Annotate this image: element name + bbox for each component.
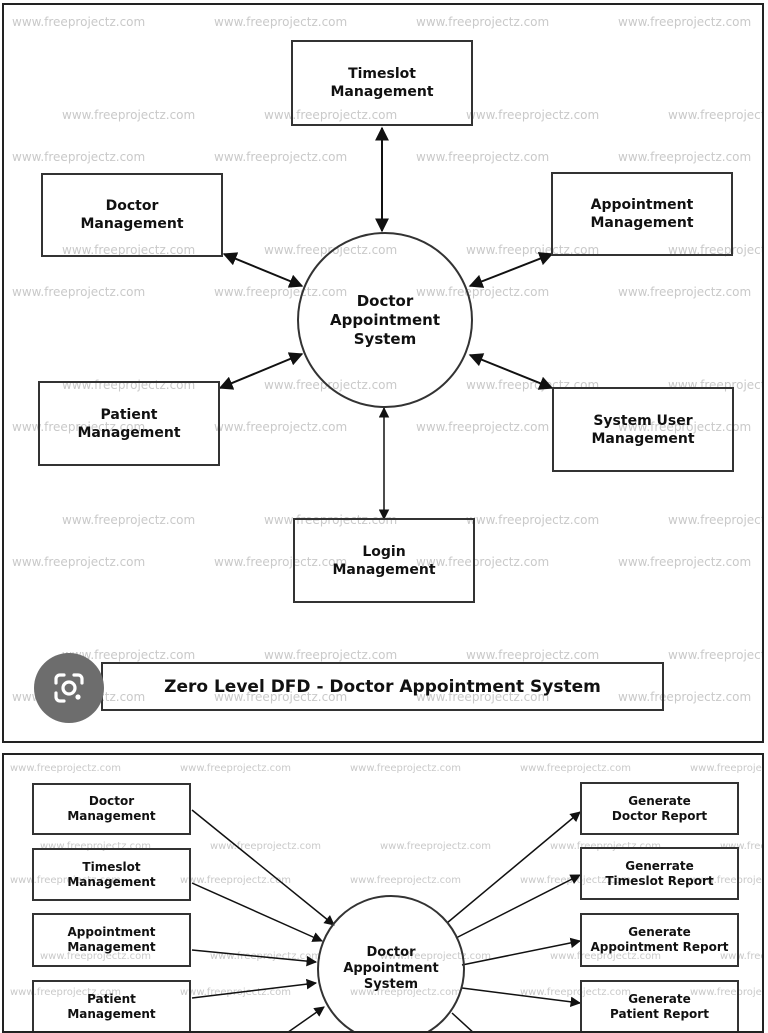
flow-extra-in	[288, 1006, 325, 1031]
flow-doctor-in	[191, 809, 335, 926]
diagram-title-text: Zero Level DFD - Doctor Appointment Syst…	[164, 676, 601, 697]
patient-management-box: Patient Management	[38, 381, 220, 466]
google-lens-icon	[54, 673, 84, 703]
timeslot-management-box: Timeslot Management	[291, 40, 473, 126]
doctor-appointment-system-process-2: Doctor Appointment System	[317, 895, 465, 1031]
flow-doctor-report	[446, 811, 581, 924]
generate-timeslot-report-box: Generrate Timeslot Report	[580, 847, 739, 900]
flow-patient-report	[461, 987, 582, 1008]
system-user-management-box: System User Management	[552, 387, 734, 472]
flow-timeslot-report	[455, 874, 581, 939]
timeslot-management-box-2: Timeslot Management	[32, 848, 191, 901]
doctor-management-box: Doctor Management	[41, 173, 223, 257]
login-management-box: Login Management	[293, 518, 475, 603]
flow-timeslot-in	[191, 882, 323, 942]
flow-extra-out	[451, 1012, 473, 1031]
arrow-system-user	[468, 353, 554, 390]
generate-appointment-report-box: Generate Appointment Report	[580, 913, 739, 967]
diagram-title: Zero Level DFD - Doctor Appointment Syst…	[101, 662, 664, 711]
dfd-arrows	[218, 126, 554, 521]
doctor-management-box-2: Doctor Management	[32, 783, 191, 835]
arrow-patient	[218, 352, 304, 390]
flow-appointment-in	[191, 949, 318, 967]
arrow-doctor	[222, 252, 304, 288]
doctor-appointment-system-process: Doctor Appointment System	[297, 232, 473, 408]
arrow-appointment	[468, 252, 554, 288]
patient-management-box-2: Patient Management	[32, 980, 191, 1031]
google-lens-button[interactable]	[34, 653, 104, 723]
appointment-management-box-2: Appointment Management	[32, 913, 191, 967]
flow-appointment-report	[461, 937, 582, 966]
generate-patient-report-box: Generate Patient Report	[580, 980, 739, 1031]
appointment-management-box: Appointment Management	[551, 172, 733, 256]
flow-patient-in	[191, 978, 318, 999]
generate-doctor-report-box: Generate Doctor Report	[580, 782, 739, 835]
